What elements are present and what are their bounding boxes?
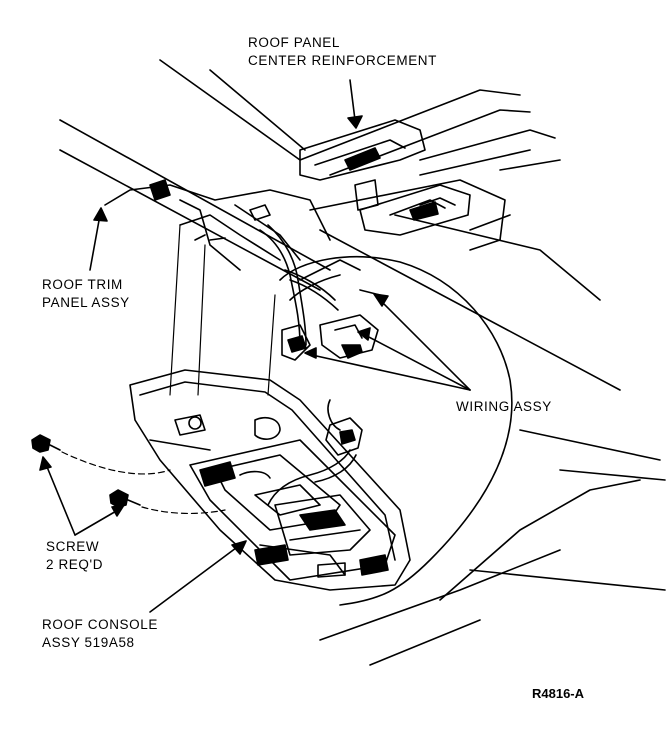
leader-roof-panel-reinforcement: [347, 79, 363, 129]
roof-console-assy-label: ROOF CONSOLE ASSY 519A58: [42, 616, 158, 652]
leader-screw: [39, 456, 125, 536]
screw-line-1: SCREW: [46, 539, 100, 554]
roof-trim-panel-assy-line-1: ROOF TRIM: [42, 277, 123, 292]
wiring-assy-label: WIRING ASSY: [456, 398, 552, 416]
wiring-assy-text: WIRING ASSY: [456, 399, 552, 414]
figure-id: R4816-A: [532, 686, 585, 701]
roof-panel-center-reinforcement-line-2: CENTER REINFORCEMENT: [248, 53, 438, 68]
roof-panel-center-reinforcement-line-1: ROOF PANEL: [248, 35, 341, 50]
leader-roof-trim-panel: [89, 207, 108, 271]
screw-dash-lines: [61, 451, 226, 515]
roof-trim-panel-assy-label: ROOF TRIM PANEL ASSY: [42, 276, 130, 312]
screw-2: [109, 489, 141, 508]
roof-panel-outline: [59, 59, 601, 301]
roof-console-assy-line-2: ASSY 519A58: [42, 635, 135, 650]
wiring-harness: [259, 224, 381, 506]
headliner-sweep-lines: [319, 229, 666, 666]
roof-opening-outline: [279, 256, 513, 606]
roof-trim-panel-assy-line-2: PANEL ASSY: [42, 295, 130, 310]
screw-1: [31, 434, 61, 453]
roof-console-assy: [129, 369, 411, 591]
console-alignment-lines: [169, 224, 276, 396]
screw-label: SCREW 2 REQ'D: [46, 538, 103, 574]
leader-wiring-assy: [304, 293, 471, 391]
center-reinforcement-bracket: [299, 119, 471, 236]
roof-console-assy-line-1: ROOF CONSOLE: [42, 617, 158, 632]
screw-line-2: 2 REQ'D: [46, 557, 104, 572]
roof-panel-center-reinforcement-label: ROOF PANEL CENTER REINFORCEMENT: [248, 34, 437, 70]
roof-trim-panel: [104, 179, 361, 281]
leader-roof-console-assy: [149, 540, 247, 613]
